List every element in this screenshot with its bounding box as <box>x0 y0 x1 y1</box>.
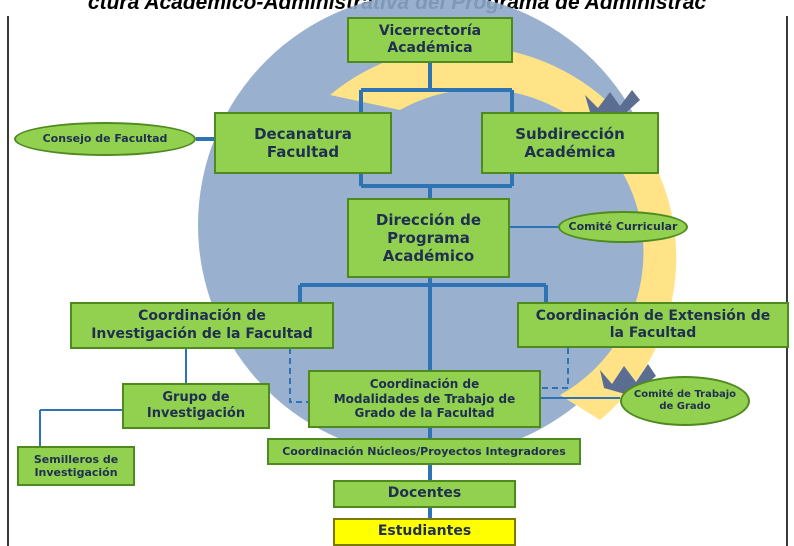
node-direccion-programa: Dirección de Programa Académico <box>347 198 510 278</box>
node-coord-extension: Coordinación de Extensión de la Facultad <box>517 302 789 348</box>
node-decanatura: Decanatura Facultad <box>214 112 392 174</box>
node-semilleros: Semilleros de Investigación <box>17 446 135 486</box>
node-vicerrectoria: Vicerrectoría Académica <box>347 17 513 63</box>
node-docentes: Docentes <box>333 480 516 508</box>
frame-left-border <box>7 16 9 546</box>
node-coord-investigacion: Coordinación de Investigación de la Facu… <box>70 302 334 349</box>
dashed-connectors <box>289 348 569 403</box>
node-comite-curricular: Comité Curricular <box>558 211 688 243</box>
connectors <box>196 63 548 518</box>
frame-right-border <box>786 16 788 546</box>
node-grupo-investigacion: Grupo de Investigación <box>122 383 270 429</box>
node-subdireccion: Subdirección Académica <box>481 112 659 174</box>
node-coord-nucleos: Coordinación Núcleos/Proyectos Integrado… <box>267 438 581 465</box>
node-comite-trabajo-grado: Comité de Trabajo de Grado <box>620 376 750 426</box>
node-estudiantes: Estudiantes <box>333 518 516 546</box>
node-coord-modalidades: Coordinación de Modalidades de Trabajo d… <box>308 370 541 428</box>
node-consejo-facultad: Consejo de Facultad <box>14 122 196 156</box>
